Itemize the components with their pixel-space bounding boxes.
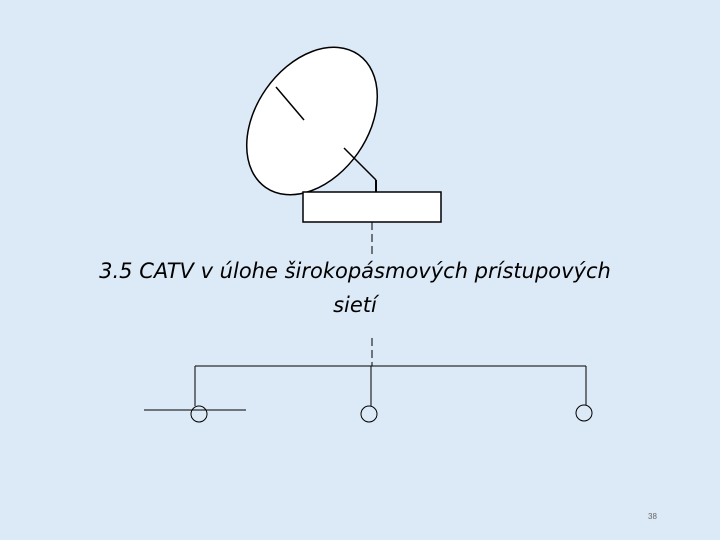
subscriber-tap-icon bbox=[360, 405, 378, 423]
slide-title: 3.5 CATV v úlohe širokopásmových prístup… bbox=[40, 254, 670, 322]
dish-reflector bbox=[245, 46, 379, 196]
subscriber-tap-icon bbox=[190, 405, 208, 423]
dish-feed-arm bbox=[275, 86, 305, 121]
dish-mount-arm bbox=[343, 147, 377, 181]
slide-title-line-2: sietí bbox=[333, 293, 377, 317]
page-number: 38 bbox=[648, 512, 657, 521]
subscriber-tap-icon bbox=[575, 404, 593, 422]
satellite-dish-icon bbox=[245, 46, 379, 196]
slide-title-line-1: 3.5 CATV v úlohe širokopásmových prístup… bbox=[99, 259, 611, 283]
headend-box bbox=[302, 191, 442, 223]
